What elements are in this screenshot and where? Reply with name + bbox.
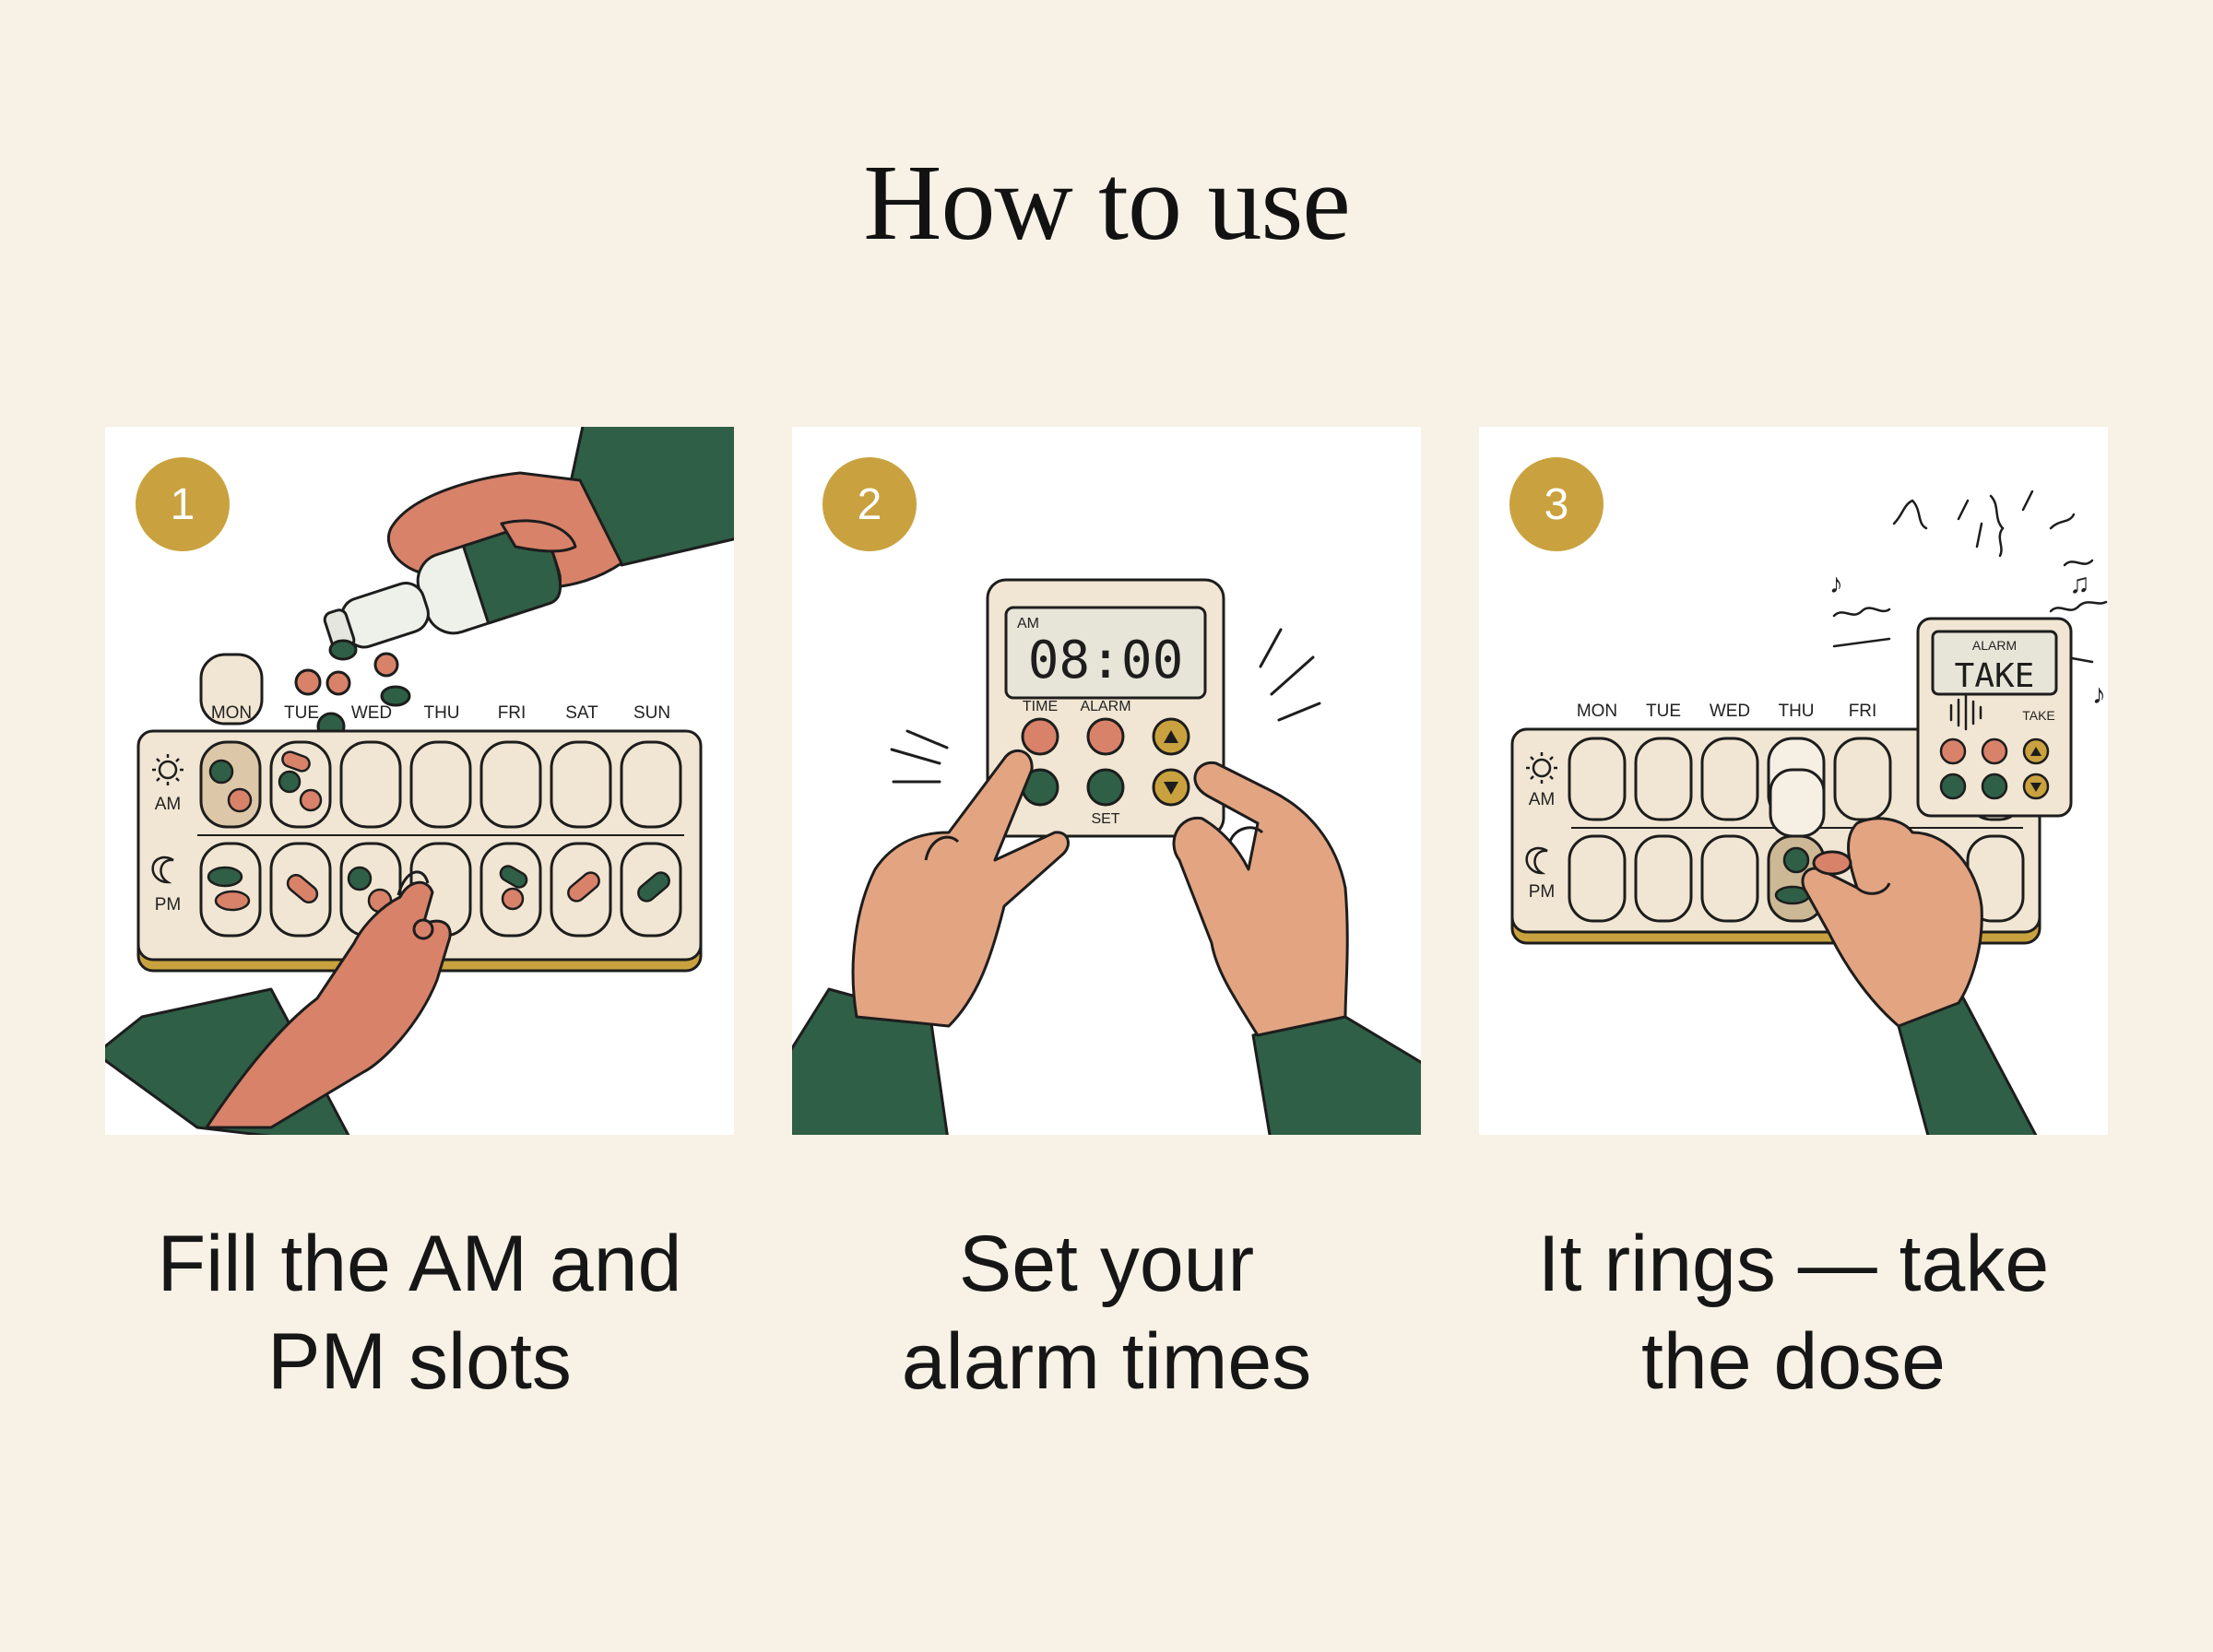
day-label: THU [423,703,459,723]
day-label: FRI [1849,702,1877,721]
hand-placing-pill-icon [105,870,452,1135]
step-number: 2 [858,480,882,529]
pm-label: PM [155,895,182,914]
sun-icon [152,754,183,785]
hand-with-pill-bottle-icon [323,427,734,652]
lifted-lid-icon [1769,768,1826,838]
alarm-device [1916,617,2073,818]
step-1-panel: 1 MON TUE WED [105,427,734,1135]
screen-text: TAKE [1955,657,2035,695]
alarm-label: ALARM [1080,699,1130,714]
arrow-up-icon [2030,747,2041,756]
page-title: How to use [863,142,1351,263]
step-3-illustration: 3 MON TUE WED THU FRI AM PM [1509,457,2108,1135]
am-slot-sat [550,740,612,829]
set-label: SET [1091,811,1119,827]
caption-line: Fill the AM and [157,1220,682,1308]
am-slot-mon [199,740,262,829]
day-label: TUE [1646,702,1681,721]
pm-slot-mon [199,842,262,938]
arrow-down-icon [1164,782,1178,795]
day-label: WED [1710,702,1750,721]
take-label: TAKE [2022,708,2055,723]
period-label: AM [1017,616,1039,631]
step-3-panel: 3 MON TUE WED THU FRI AM PM [1479,427,2108,1135]
step-2-illustration: 2 AM 08:00 TIME ALARM SET [792,457,1421,1135]
lcd-screen [1004,606,1207,700]
lcd-screen [1931,630,2058,696]
caption-line: PM slots [267,1317,572,1406]
left-hand-pointing-icon [792,749,1070,1135]
arrow-up-icon [1164,730,1178,743]
music-note-icon: ♪ [1829,569,1843,599]
step-number: 3 [1544,480,1569,529]
alarm-button [1086,717,1125,756]
time-label: TIME [1023,699,1058,714]
music-note-icon: ♪ [2092,679,2106,710]
day-label: MON [211,703,252,723]
falling-pills-icon [294,639,411,741]
am-slot-fri [479,740,542,829]
day-label: WED [351,703,392,723]
right-hand-pressing-icon [1172,761,1421,1135]
moon-icon [151,856,174,884]
arrow-down-icon [2030,783,2041,792]
day-label: FRI [498,703,527,723]
pills-in-slots [207,750,670,914]
day-label: SUN [633,703,670,723]
step-badge: 2 [822,457,917,551]
day-label: THU [1778,702,1814,721]
caption-line: Set your [958,1220,1255,1308]
step-1-caption: Fill the AM and PM slots [69,1215,770,1410]
day-labels: MON TUE WED THU FRI SAT SUN [199,653,670,726]
pills-in-slots [1774,846,1811,905]
hand-taking-pill-icon [1801,817,2038,1135]
day-label: TUE [284,703,319,723]
open-lid-icon [199,653,264,726]
step-number: 1 [171,480,195,529]
step-badge: 1 [136,457,230,551]
am-label: AM [1529,790,1556,809]
am-label: AM [155,795,182,814]
time-button [1021,717,1059,756]
music-notes-icon: ♪ ♫ ♪ [1829,569,2106,710]
alarm-label: ALARM [1972,638,2017,653]
speaker-icon [1949,694,1982,731]
caption-line: the dose [1641,1317,1946,1406]
caption-line: alarm times [901,1317,1312,1406]
step-1-illustration: 1 MON TUE WED [105,427,734,1135]
day-label: MON [1577,702,1617,721]
set-button [1086,768,1125,807]
step-2-panel: 2 AM 08:00 TIME ALARM SET [792,427,1421,1135]
music-note-icon: ♫ [2069,569,2090,599]
moon-icon [1525,846,1548,875]
am-slots [199,740,682,829]
pm-label: PM [1529,882,1556,902]
caption-line: It rings — take [1537,1220,2050,1308]
am-slot-thu [409,740,472,829]
am-slot-sun [620,740,682,829]
step-3-caption: It rings — take the dose [1443,1215,2144,1410]
am-slot-wed [339,740,402,829]
day-labels: MON TUE WED THU FRI [1577,702,1876,721]
motion-lines-icon [890,628,1321,784]
time-display: 08:00 [1028,631,1184,690]
day-label: SAT [565,703,598,723]
step-2-caption: Set your alarm times [756,1215,1457,1410]
sun-icon [1526,752,1557,784]
step-badge: 3 [1509,457,1604,551]
